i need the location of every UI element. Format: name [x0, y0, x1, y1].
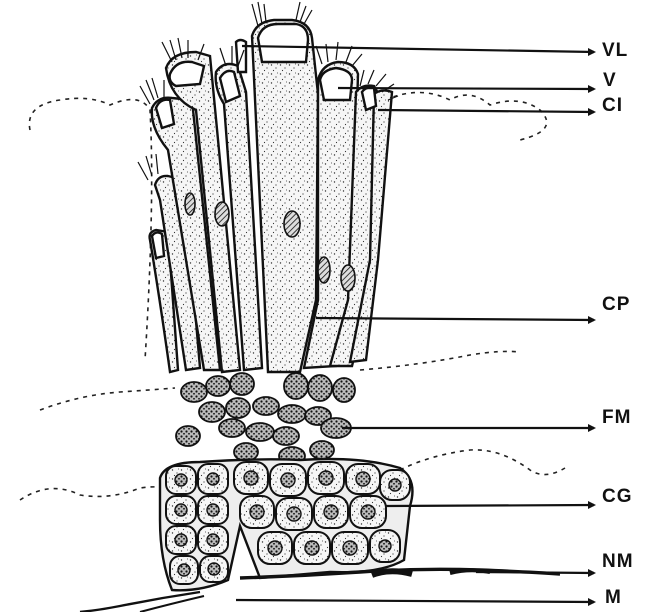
label-ci: CI [602, 96, 623, 115]
leader-nm [476, 572, 594, 573]
leader-v [338, 88, 594, 89]
fibrous-cells [176, 373, 355, 465]
label-fm: FM [602, 408, 631, 427]
leader-cg [386, 505, 594, 506]
label-nm: NM [602, 552, 634, 571]
leader-ci [378, 110, 594, 112]
label-cp: CP [602, 295, 630, 314]
label-cg: CG [602, 487, 633, 506]
nerve-membrane [80, 569, 560, 612]
label-vl: VL [602, 41, 628, 60]
leader-m [236, 600, 594, 602]
label-m: M [605, 588, 622, 607]
label-v: V [603, 71, 617, 90]
